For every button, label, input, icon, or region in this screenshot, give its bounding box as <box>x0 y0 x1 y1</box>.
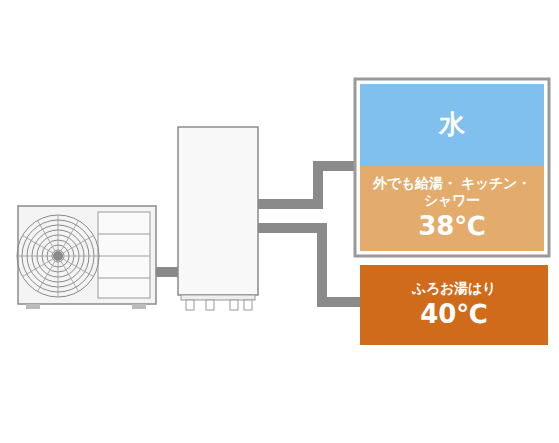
tank-base <box>181 295 255 300</box>
tank-foot <box>206 300 214 310</box>
grill-spoke <box>63 259 93 277</box>
node-label: 水 <box>439 109 465 140</box>
fan-hub <box>53 251 63 261</box>
grill-spoke <box>61 261 79 291</box>
unit-foot <box>132 304 146 309</box>
node-label: 外でも給湯・ キッチン・シャワー <box>372 175 532 209</box>
grill-spoke <box>38 220 56 250</box>
supply-band: 外でも給湯・ キッチン・シャワー38℃ <box>360 166 544 251</box>
tank-foot <box>244 300 252 310</box>
panel-line <box>98 278 150 279</box>
outdoor-unit <box>17 206 156 309</box>
temperature: 40℃ <box>420 299 488 330</box>
fan-grill <box>17 215 99 297</box>
bath-box: ふろお湯はり 40℃ <box>360 265 548 345</box>
grill-ring <box>52 250 64 262</box>
pipe <box>256 228 362 302</box>
node-label: ふろお湯はり <box>412 280 496 297</box>
tank-body <box>178 127 258 295</box>
grill-spoke <box>38 261 56 291</box>
unit-body <box>18 206 156 304</box>
pipe <box>256 166 358 204</box>
temperature: 38℃ <box>418 211 486 242</box>
tank-foot <box>186 300 194 310</box>
panel-line <box>98 256 150 257</box>
unit-foot <box>26 304 40 309</box>
grill-spoke <box>58 215 59 250</box>
grill-spoke <box>17 256 52 257</box>
grill-ring <box>17 215 99 297</box>
water-band: 水 <box>360 84 544 166</box>
grill-spoke <box>63 236 93 254</box>
tank-unit <box>178 127 258 310</box>
tank-frame <box>355 79 549 256</box>
grill-spoke <box>64 256 99 257</box>
tank-foot <box>230 300 238 310</box>
grill-spoke <box>22 259 52 277</box>
unit-panel <box>98 212 150 298</box>
panel-line <box>98 234 150 235</box>
grill-spoke <box>58 262 59 297</box>
grill-spoke <box>61 220 79 250</box>
grill-spoke <box>22 236 52 254</box>
